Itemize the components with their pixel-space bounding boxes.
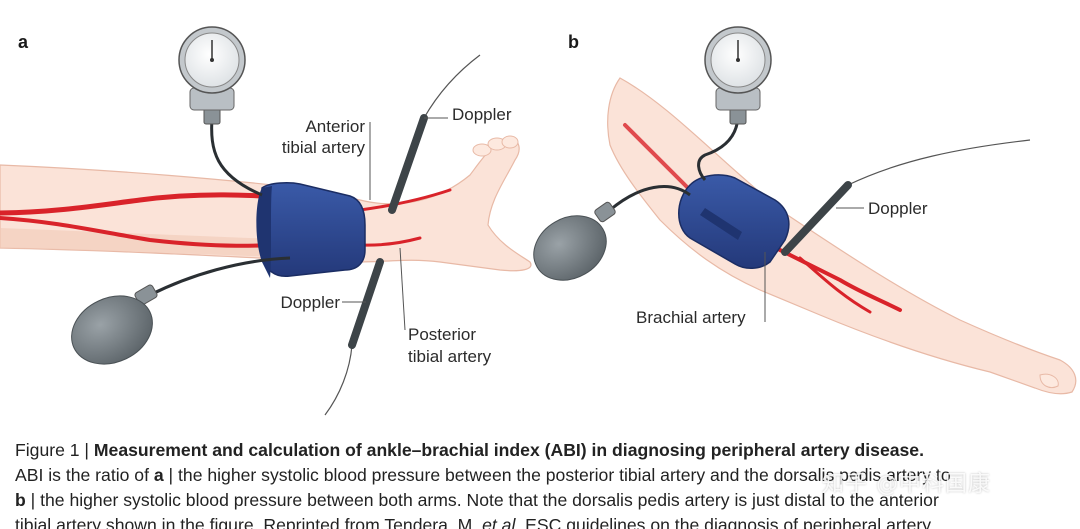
- watermark: 知乎 @中科国康: [822, 472, 991, 497]
- bulb-b: [533, 185, 691, 281]
- cuff-arm: [678, 174, 790, 269]
- doppler-probe-a-bottom: [324, 258, 384, 416]
- label-doppler-b: Doppler: [868, 199, 928, 218]
- bulb-a: [71, 256, 291, 365]
- caption-line-4: tibial artery shown in the figure. Repri…: [15, 513, 1075, 529]
- arm-illustration: [607, 77, 1077, 395]
- caption-line3-post: | the higher systolic blood pressure bet…: [25, 490, 939, 510]
- panel-label-b: b: [568, 32, 579, 52]
- caption-line4-post: ESC guidelines on the diagnosis of perip…: [520, 515, 932, 529]
- gauge-b: [697, 26, 772, 181]
- caption-line2-post: | the higher systolic blood pressure bet…: [163, 465, 951, 485]
- caption-title: Measurement and calculation of ankle–bra…: [93, 440, 924, 460]
- label-posterior-2: tibial artery: [408, 347, 492, 366]
- figure-caption: Figure 1 | Measurement and calculation o…: [15, 438, 1075, 529]
- label-anterior-2: tibial artery: [282, 138, 366, 157]
- label-anterior-1: Anterior: [305, 117, 365, 136]
- caption-figure-label: Figure 1 |: [15, 440, 94, 460]
- caption-line2-a: a: [153, 465, 164, 485]
- caption-line-2: ABI is the ratio of a | the higher systo…: [15, 463, 1075, 488]
- doppler-probe-b: [781, 139, 1031, 256]
- caption-line-3: b | the higher systolic blood pressure b…: [15, 488, 1075, 513]
- leader-posterior: [399, 247, 406, 331]
- label-brachial: Brachial artery: [636, 308, 746, 327]
- gauge-a: [178, 26, 263, 197]
- cuff-leg: [256, 182, 366, 278]
- label-doppler-a-top: Doppler: [452, 105, 512, 124]
- panel-label-a: a: [18, 32, 29, 52]
- doppler-probe-a-top: [388, 54, 481, 214]
- caption-line4-italic: et al.: [482, 515, 521, 529]
- abi-diagram: a: [0, 26, 1077, 416]
- label-posterior-1: Posterior: [408, 325, 476, 344]
- caption-line3-b: b: [15, 490, 26, 510]
- caption-line-1: Figure 1 | Measurement and calculation o…: [15, 438, 1075, 463]
- caption-line4-pre: tibial artery shown in the figure. Repri…: [15, 515, 483, 529]
- label-doppler-a-bottom: Doppler: [280, 293, 340, 312]
- caption-line2-pre: ABI is the ratio of: [15, 465, 154, 485]
